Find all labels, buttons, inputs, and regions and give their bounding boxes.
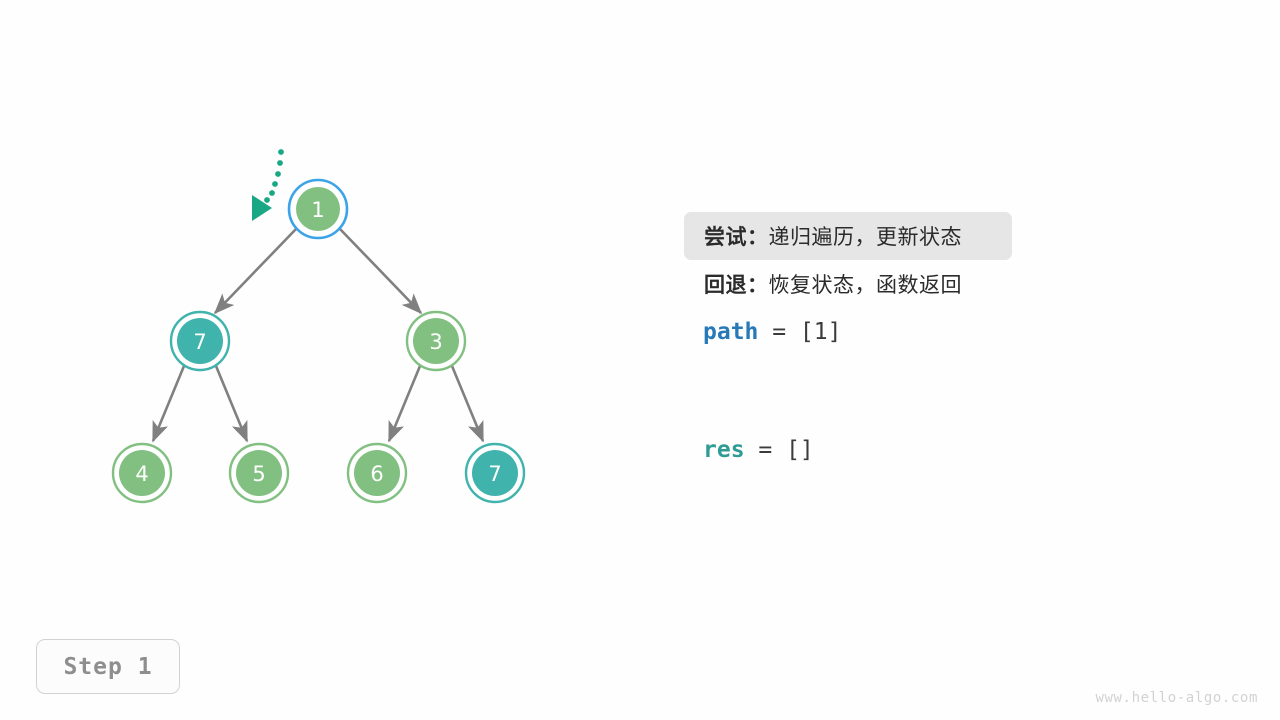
edge-7l-to-4 <box>151 365 186 443</box>
tree-nodes: 1 7 3 4 <box>111 178 526 504</box>
tree-node-5[interactable]: 5 <box>228 442 290 504</box>
try-text: 递归遍历，更新状态 <box>768 225 962 249</box>
try-row: 尝试：递归遍历，更新状态 <box>684 212 1012 260</box>
edge-3-to-6 <box>387 365 422 443</box>
binary-tree-diagram: 1 7 3 4 <box>111 149 526 504</box>
res-value: = [] <box>744 437 814 463</box>
tree-node-7-left[interactable]: 7 <box>169 310 231 372</box>
tree-node-label: 3 <box>429 330 442 354</box>
tree-node-label: 1 <box>311 198 324 222</box>
tree-node-label: 7 <box>488 462 501 486</box>
backtrack-row: 回退：恢复状态，函数返回 <box>684 260 1244 308</box>
tree-node-label: 7 <box>193 330 206 354</box>
try-label: 尝试： <box>704 225 769 249</box>
res-row: res = [] <box>684 426 1244 474</box>
tree-node-label: 6 <box>370 462 383 486</box>
backtrack-label: 回退： <box>704 273 769 297</box>
tree-node-label: 4 <box>135 462 148 486</box>
tree-edges <box>151 228 485 443</box>
tree-node-4[interactable]: 4 <box>111 442 173 504</box>
edge-1-to-3 <box>339 228 423 315</box>
backtrack-text: 恢复状态，函数返回 <box>768 273 962 297</box>
edge-7l-to-5 <box>214 365 249 443</box>
watermark: www.hello-algo.com <box>1095 690 1258 706</box>
step-badge: Step 1 <box>36 639 180 694</box>
res-variable-name: res <box>703 437 745 463</box>
edge-3-to-7r <box>450 365 485 443</box>
recursion-pointer-icon <box>252 149 284 221</box>
tree-node-7-right[interactable]: 7 <box>464 442 526 504</box>
edge-1-to-7l <box>213 228 297 315</box>
tree-node-label: 5 <box>252 462 265 486</box>
path-row: path = [1] <box>684 308 1244 356</box>
state-panel: 尝试：递归遍历，更新状态 回退：恢复状态，函数返回 path = [1] res… <box>684 212 1244 474</box>
tree-node-1[interactable]: 1 <box>287 178 349 240</box>
tree-node-6[interactable]: 6 <box>346 442 408 504</box>
panel-spacer <box>684 356 1244 426</box>
path-value: = [1] <box>758 319 842 345</box>
path-variable-name: path <box>703 319 759 345</box>
tree-node-3[interactable]: 3 <box>405 310 467 372</box>
